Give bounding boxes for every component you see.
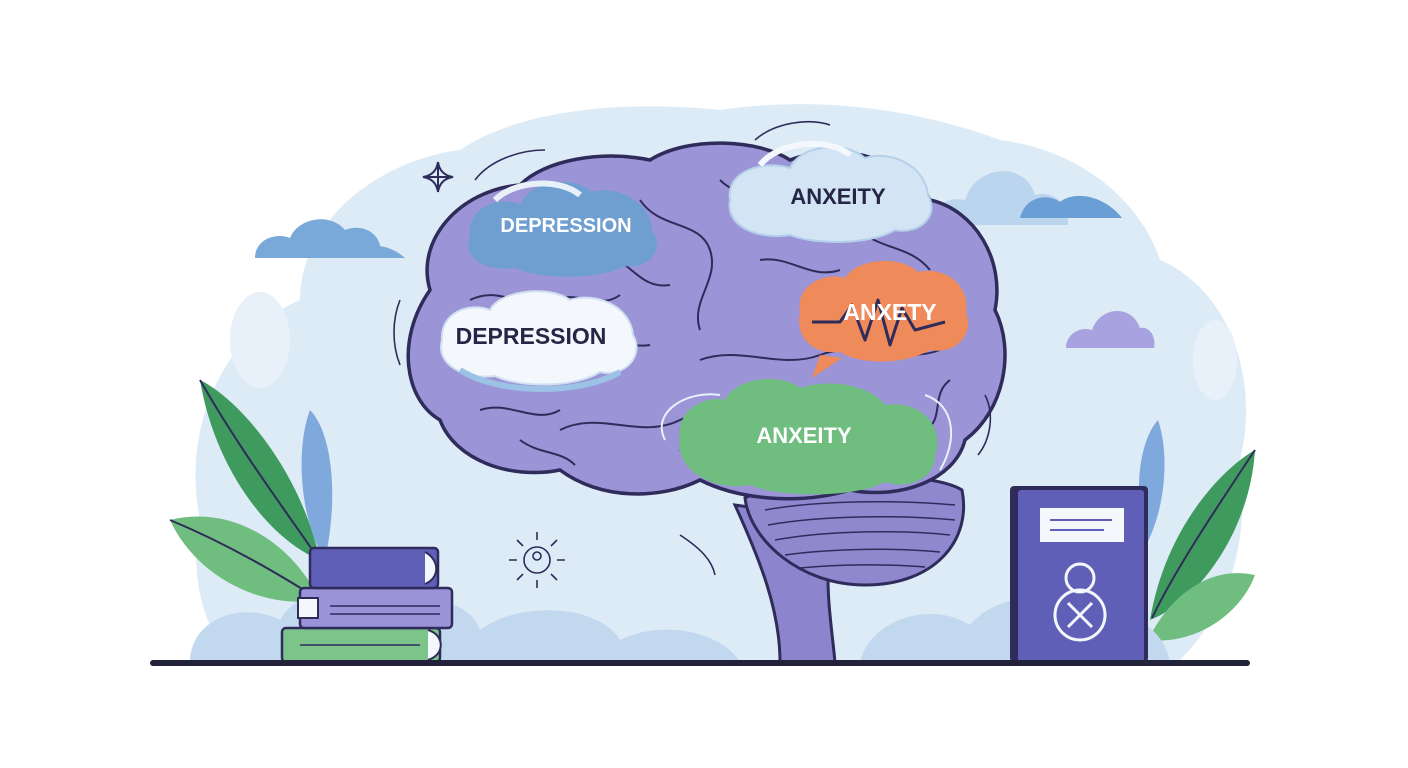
book-stack	[280, 546, 454, 664]
depression-left-label: DEPRESSION	[456, 323, 607, 349]
sky-cloud-purple	[1066, 310, 1155, 348]
depression-top-label: DEPRESSION	[500, 215, 631, 237]
cerebellum-lines	[764, 500, 956, 569]
leaf-plant-left	[169, 379, 333, 602]
sky-cloud-left	[255, 219, 405, 258]
depression-cloud-top: DEPRESSION	[468, 180, 657, 277]
sky-cloud-right	[930, 171, 1122, 225]
anxiety-cloud-orange: ANXETY	[799, 260, 969, 378]
anxiety-cloud-green: ANXEITY	[660, 378, 953, 495]
anxiety-green-label: ANXEITY	[756, 423, 852, 448]
depression-cloud-left: DEPRESSION	[439, 290, 638, 392]
infinity-cross-icon	[1053, 562, 1107, 642]
anxiety-cloud-top: ANXEITY	[728, 140, 933, 243]
standing-book	[1010, 486, 1148, 662]
mind-emblem-icon	[509, 532, 565, 588]
sparkle-icon	[422, 161, 454, 193]
anxiety-orange-label: ANXETY	[843, 299, 936, 325]
anxiety-top-label: ANXEITY	[790, 184, 886, 209]
leaf-plant-right	[1138, 420, 1256, 641]
motion-lines	[393, 120, 992, 576]
ground-line	[150, 660, 1250, 666]
